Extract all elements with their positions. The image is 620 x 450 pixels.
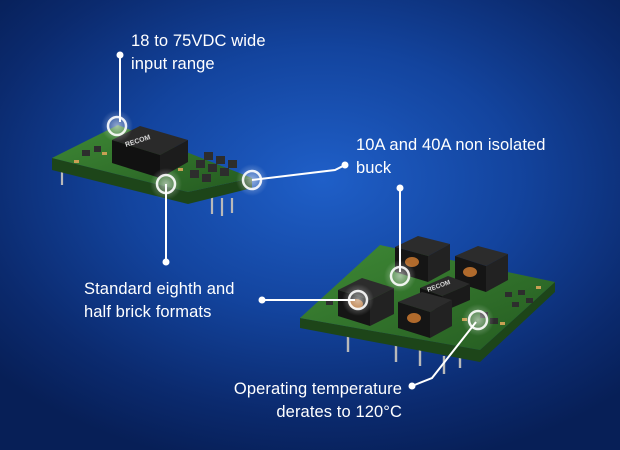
dot-formats	[162, 258, 170, 266]
marker-buck-large	[384, 260, 416, 292]
callout-buck: 10A and 40A non isolated buck	[356, 136, 546, 177]
dot-buck	[341, 161, 349, 169]
callout-markers	[101, 51, 494, 390]
marker-buck-small	[236, 164, 268, 196]
dot-formats-right	[258, 296, 266, 304]
marker-temperature	[462, 304, 494, 336]
callout-formats: Standard eighth and half brick formats	[84, 280, 235, 321]
callout-line-buck-1	[251, 164, 346, 181]
dot-temperature	[408, 382, 416, 390]
callout-line-temperature	[411, 321, 477, 387]
dot-input-range	[116, 51, 124, 59]
callout-input-range: 18 to 75VDC wide input range	[131, 32, 266, 73]
dot-buck-lower	[396, 184, 404, 192]
inductor-front-right	[398, 292, 452, 338]
inductor-back-left	[395, 236, 450, 282]
marker-input-range	[101, 110, 133, 142]
eighth-brick-module: RECOM	[52, 125, 252, 216]
marker-formats-large	[342, 284, 374, 316]
half-brick-module: RECOM	[300, 236, 555, 374]
marker-formats-small	[150, 168, 182, 200]
callout-temperature: Operating temperature derates to 120°C	[233, 380, 402, 421]
